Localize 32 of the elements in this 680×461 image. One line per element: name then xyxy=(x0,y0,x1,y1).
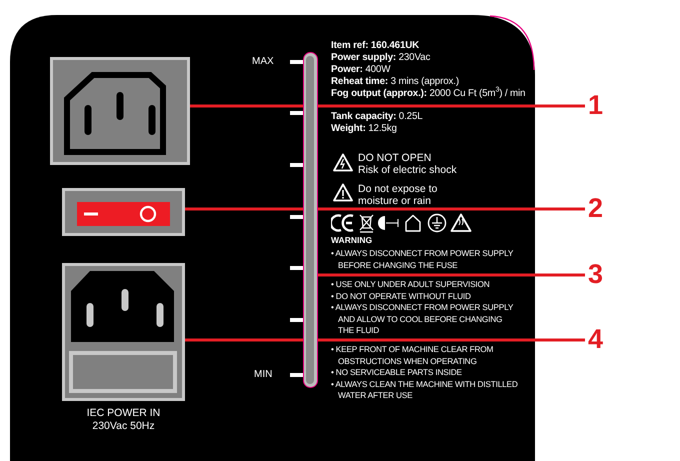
spec-line: Power supply: 230Vac xyxy=(331,52,430,64)
warning-bullet: • ALWAYS DISCONNECT FROM POWER SUPPLY AND ALLOW TO COOL BEFORE CHANGING THE FLUID xyxy=(331,302,514,336)
rocker-switch-drawing xyxy=(62,188,185,236)
inlet-caption: IEC POWER IN 230Vac 50Hz xyxy=(86,407,162,433)
warning-bullet: • ALWAYS DISCONNECT FROM POWER SUPPLY BEFORE CHANGING THE FUSE xyxy=(331,248,514,271)
warning-text: Do not expose to moisture or rain xyxy=(358,183,438,207)
spec-line: Power: 400W xyxy=(331,64,390,76)
spec-line: Fog output (approx.): 2000 Cu Ft (5m$^{3}$) / min xyxy=(331,88,526,100)
warning-bullet: • USE ONLY UNDER ADULT SUPERVISION xyxy=(331,279,491,290)
warning-heading: WARNING xyxy=(331,236,372,246)
warning-bullet: • DO NOT OPERATE WITHOUT FLUID xyxy=(331,290,472,302)
spec-line: Tank capacity: 0.25L xyxy=(331,111,423,123)
callout-number: 3 xyxy=(588,261,612,289)
warning-bullet: • ALWAYS CLEAN THE MACHINE WITH DISTILLED WATER AFTER USE xyxy=(331,378,519,402)
leader-line xyxy=(185,208,585,210)
spec-line: Weight: 12.5kg xyxy=(331,123,397,135)
leader-line xyxy=(190,104,585,108)
leader-line xyxy=(185,338,585,342)
gauge-mark-label: MAX xyxy=(252,56,275,68)
warning-bullet: • NO SERVICEABLE PARTS INSIDE xyxy=(331,367,463,378)
warning-text: Risk of electric shock xyxy=(358,164,458,176)
spec-line: Reheat time: 3 mins (approx.) xyxy=(331,76,459,88)
warning-bullet: • KEEP FRONT OF MACHINE CLEAR FROM OBSTRUCTIONS WHEN OPERATING xyxy=(331,344,494,367)
leader-line xyxy=(318,274,585,276)
gauge-mark-label: MIN xyxy=(254,369,274,380)
callout-number: 4 xyxy=(588,326,612,354)
power-outlet-drawing xyxy=(50,57,190,165)
callout-number: 1 xyxy=(588,92,612,120)
warning-text: DO NOT OPEN xyxy=(358,152,432,164)
fluid-level-gauge xyxy=(303,52,318,388)
callout-number: 2 xyxy=(588,195,612,223)
spec-line: Item ref: 160.461UK xyxy=(331,40,420,52)
